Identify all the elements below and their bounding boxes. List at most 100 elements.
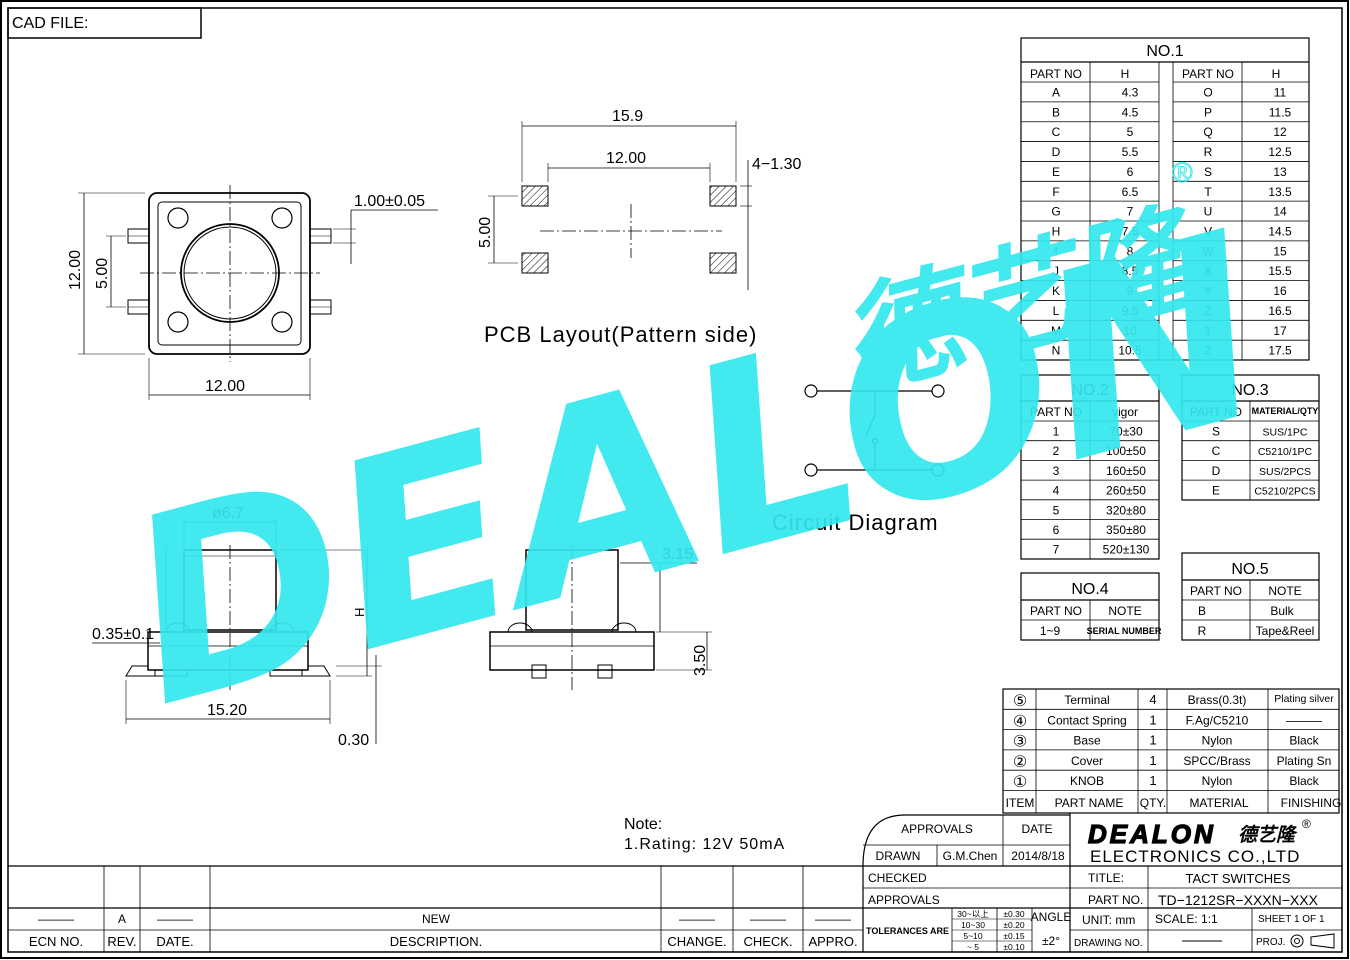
tb-part-no-label: PART NO.: [1088, 893, 1143, 907]
no1-cell-h: 5: [1127, 125, 1134, 139]
no2-cell-vigor: 70±30: [1109, 425, 1143, 439]
no4-header-part: PART NO: [1030, 604, 1082, 618]
no3-cell-material: SUS/2PCS: [1259, 466, 1311, 478]
no1-cell-part: K: [1052, 284, 1060, 298]
watermark-reg: ®: [1172, 157, 1193, 188]
side-view: [489, 545, 712, 690]
no1-cell-part: I: [1054, 244, 1057, 258]
dealon-logo: DEALON 德艺隆 ®: [1087, 817, 1311, 850]
no1-header-h-a: H: [1121, 67, 1130, 81]
bom-material: F.Ag/C5210: [1186, 713, 1249, 727]
no1-cell-part: 1: [1205, 324, 1212, 338]
no2-cell-vigor: 160±50: [1106, 464, 1146, 478]
bom-material: Brass(0.3t): [1188, 693, 1247, 707]
no1-cell-part: C: [1052, 125, 1061, 139]
logo-brand: DEALON: [1088, 819, 1216, 849]
no4-title: NO.4: [1071, 581, 1108, 598]
dim-top-height: 12.00: [67, 250, 84, 290]
dim-base-width: 15.20: [207, 702, 247, 719]
no1-cell-part: B: [1052, 105, 1060, 119]
no1-cell-h: 4.5: [1122, 105, 1139, 119]
bom-material: Nylon: [1202, 774, 1233, 788]
no2-cell-vigor: 260±50: [1106, 484, 1146, 498]
no3-cell-material: SUS/1PC: [1263, 427, 1308, 439]
tb-date: DATE: [1021, 822, 1052, 836]
circuit-diagram-label: Circuit Diagram: [772, 510, 939, 535]
no1-title: NO.1: [1146, 43, 1183, 60]
no3-title: NO.3: [1231, 382, 1268, 399]
bom-header-finishing: FINISHING: [1281, 796, 1342, 810]
logo-reg: ®: [1302, 817, 1311, 831]
no1-cell-part: R: [1204, 145, 1213, 159]
dim-pcb-overall: 15.9: [612, 108, 643, 125]
bom-item-number-icon: ②: [1013, 754, 1027, 771]
no1-header-part-a: PART NO: [1030, 67, 1082, 81]
no1-cell-h: 10.5: [1118, 344, 1142, 358]
revision-ecn-no-header: ECN NO.: [29, 934, 83, 949]
no2-cell-part: 6: [1053, 523, 1060, 537]
no2-cell-vigor: 350±80: [1106, 523, 1146, 537]
no1-cell-h: 5.5: [1122, 145, 1139, 159]
no5-header-note: NOTE: [1268, 584, 1301, 598]
tb-unit: UNIT: mm: [1082, 913, 1135, 927]
tb-tolerances: TOLERANCES ARE: [866, 926, 949, 936]
no2-cell-vigor: 520±130: [1103, 543, 1150, 557]
tb-company: ELECTRONICS CO.,LTD: [1090, 847, 1300, 866]
dim-pcb-pitch: 5.00: [477, 217, 494, 248]
dim-lead-width: 1.00±0.05: [354, 193, 425, 210]
bom-material: Nylon: [1202, 734, 1233, 748]
no1-cell-h: 12.5: [1268, 145, 1292, 159]
no5-cell-r: R: [1198, 624, 1207, 638]
dim-top-width: 12.00: [205, 378, 245, 395]
no1-cell-h: 7.5: [1122, 225, 1139, 239]
tolerance-value: ±0.10: [1003, 942, 1024, 952]
bom-header-item: ITEM: [1006, 796, 1035, 810]
tolerance-value: ±0.20: [1003, 920, 1024, 930]
revision-ecn-no-value: ———: [38, 912, 74, 926]
revision-date-value: ———: [157, 912, 193, 926]
tb-title-label: TITLE:: [1088, 871, 1124, 885]
no1-cell-h: 13: [1273, 165, 1287, 179]
tb-angle: ANGLE: [1031, 910, 1072, 924]
no1-cell-part: X: [1204, 264, 1212, 278]
no1-cell-h: 8: [1127, 244, 1134, 258]
no3-cell-part: C: [1212, 444, 1221, 458]
revision-change-value: ———: [679, 912, 715, 926]
no2-cell-part: 1: [1053, 425, 1060, 439]
cad-file-label: CAD FILE:: [12, 15, 88, 32]
bom-finishing: Plating silver: [1274, 693, 1334, 705]
bom-qty: 1: [1149, 753, 1156, 768]
bom-qty: 4: [1149, 692, 1156, 707]
no2-cell-part: 2: [1053, 444, 1060, 458]
no4-cell-note: SERIAL NUMBER: [1087, 626, 1162, 636]
no3-header-material: MATERIAL/QTY: [1252, 406, 1319, 416]
no3-header-part: PART NO: [1190, 405, 1242, 419]
projection-symbol-icon: [1290, 933, 1335, 949]
tolerance-value: ±0.15: [1003, 931, 1024, 941]
bom-finishing: Black: [1289, 774, 1319, 788]
bom-header-qty: QTY.: [1140, 796, 1166, 810]
no4-header-note: NOTE: [1108, 604, 1141, 618]
top-view: [78, 185, 438, 400]
no1-cell-h: 11: [1274, 86, 1287, 100]
dim-side-350: 3.50: [692, 645, 709, 676]
tolerance-range: 5~10: [963, 931, 982, 941]
no2-cell-part: 3: [1053, 464, 1060, 478]
no1-cell-part: U: [1204, 205, 1213, 219]
no1-cell-h: 16: [1273, 284, 1287, 298]
bom-header-part-name: PART NAME: [1055, 796, 1124, 810]
note-rating: 1.Rating: 12V 50mA: [624, 836, 785, 853]
no2-cell-part: 5: [1053, 503, 1060, 517]
tb-proj: PROJ.: [1256, 937, 1285, 948]
cad-file-box: [7, 7, 202, 39]
no2-header-part: PART NO: [1030, 405, 1082, 419]
bom-header-material: MATERIAL: [1189, 796, 1248, 810]
no1-header-part-b: PART NO: [1182, 67, 1234, 81]
tolerance-range: 30~以上: [957, 909, 989, 919]
no1-cell-part: L: [1053, 304, 1060, 318]
front-view: [92, 518, 382, 744]
no1-cell-part: P: [1204, 105, 1212, 119]
